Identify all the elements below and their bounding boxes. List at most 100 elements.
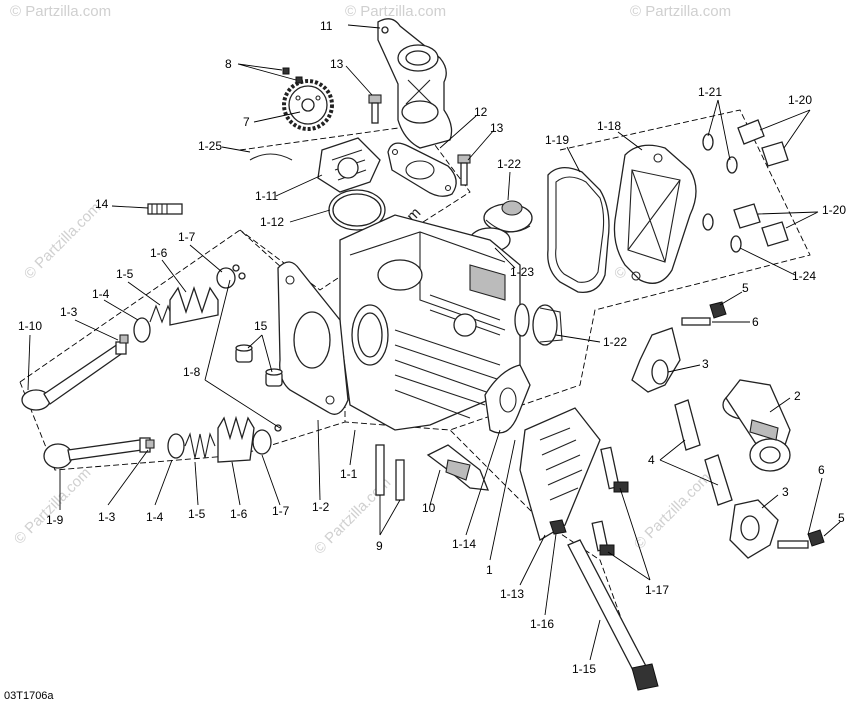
- callout-label: 1-7: [178, 230, 196, 244]
- callout-label: 6: [818, 463, 825, 477]
- side-cover-bolt: [591, 520, 615, 556]
- callout-label: 1-4: [146, 510, 164, 524]
- callout-label: 1-3: [98, 510, 116, 524]
- callout-label: 1-3: [60, 305, 78, 319]
- dowel-pin: [265, 368, 283, 387]
- callout-label: 1-8: [183, 365, 201, 379]
- callout-label: 13: [330, 57, 344, 71]
- valve-cover-gasket-inner: [555, 176, 605, 283]
- callout-label: 1-20: [788, 93, 812, 107]
- spring-retainer: [133, 317, 185, 459]
- valve-cover: [613, 144, 697, 284]
- outer-spring: [169, 285, 255, 463]
- callout-label: 6: [752, 315, 759, 329]
- camshaft: [722, 379, 791, 472]
- callout-label: 1-19: [545, 133, 569, 147]
- callout-label: 1-23: [510, 265, 534, 279]
- intake-valve: [43, 437, 151, 469]
- callout-label: 5: [838, 511, 845, 525]
- manifold-bolt: [368, 94, 382, 124]
- callout-label: 1-5: [116, 267, 134, 281]
- inner-spring: [149, 304, 216, 459]
- watermark: © Partzilla.com: [345, 3, 446, 20]
- callout-label: 1-13: [500, 587, 524, 601]
- o-ring-inner: [332, 193, 382, 227]
- leader-lines: [27, 24, 841, 661]
- callout-label: 15: [254, 319, 268, 333]
- callout-label: 3: [702, 357, 709, 371]
- intake-manifold: [377, 18, 453, 149]
- intake-gasket: [387, 142, 457, 197]
- side-cover: [519, 407, 601, 541]
- rocker-arm: [631, 327, 681, 393]
- callout-label: 1-2: [312, 500, 330, 514]
- callout-label: 1-21: [698, 85, 722, 99]
- callout-label: 4: [648, 453, 655, 467]
- diagram-code: 03T1706a: [4, 690, 54, 702]
- callout-label: 1-18: [597, 119, 621, 133]
- exhaust-flange-hole: [499, 387, 517, 413]
- camshaft-cover-plate: [317, 137, 381, 193]
- watermark: © Partzilla.com: [11, 464, 94, 547]
- callout-label: 1-9: [46, 513, 64, 527]
- head-stud: [375, 444, 405, 501]
- exhaust-valve: [21, 341, 127, 411]
- callout-label: 1-5: [188, 507, 206, 521]
- valve-cover-gasket: [547, 167, 610, 294]
- side-cover-nut: [549, 519, 567, 535]
- callout-label: 13: [490, 121, 504, 135]
- callout-label: 1-6: [230, 507, 248, 521]
- callout-label: 1-16: [530, 617, 554, 631]
- rocker-shaft-bolt: [681, 301, 727, 326]
- cap-nut: [733, 119, 789, 247]
- dowel-pin: [235, 344, 253, 363]
- rocker-arm: [729, 499, 779, 559]
- callout-label: 1-15: [572, 662, 596, 676]
- exhaust-flange-plate: [484, 364, 531, 434]
- callout-label: 1-10: [18, 319, 42, 333]
- watermark: © Partzilla.com: [21, 199, 104, 282]
- callout-label: 1-22: [497, 157, 521, 171]
- callout-label: 9: [376, 539, 383, 553]
- spring-seat: [216, 267, 272, 455]
- callout-label: 3: [782, 485, 789, 499]
- callout-label: 1-25: [198, 139, 222, 153]
- watermark: © Partzilla.com: [10, 3, 111, 20]
- callout-label: 10: [422, 501, 436, 515]
- side-cover-bolt: [600, 446, 629, 493]
- valve-cotter: [119, 334, 155, 449]
- callout-label: 7: [243, 115, 250, 129]
- callout-label: 1-11: [255, 189, 278, 203]
- tappet-cap: [483, 200, 533, 233]
- callout-label: 2: [794, 389, 801, 403]
- cam-sprocket: [282, 79, 334, 131]
- chain-guide: [249, 153, 293, 161]
- callout-label: 1-17: [645, 583, 669, 597]
- callout-label: 5: [742, 281, 749, 295]
- sprocket-bolt: [282, 67, 303, 84]
- callout-labels: 11 8 7 13 12 13 1-25 1-11 1-12 14 1-22 1…: [18, 19, 846, 676]
- callout-label: 1-7: [272, 504, 290, 518]
- rocker-shaft: [674, 399, 733, 506]
- callout-label: 14: [95, 197, 109, 211]
- watermark: © Partzilla.com: [631, 469, 714, 552]
- callout-label: 1-6: [150, 246, 168, 260]
- cylinder-head: [339, 214, 521, 431]
- valve-stem-seal: [232, 264, 282, 432]
- stud-bolt: [147, 203, 183, 215]
- callout-label: 1-14: [452, 537, 476, 551]
- exhaust-tappet-cap: [514, 303, 563, 346]
- callout-label: 1-4: [92, 287, 110, 301]
- spark-plug: [426, 444, 490, 491]
- callout-label: 1-20: [822, 203, 846, 217]
- callout-label: 1-22: [603, 335, 627, 349]
- callout-label: 8: [225, 57, 232, 71]
- callout-label: 12: [474, 105, 488, 119]
- callout-label: 1: [486, 563, 493, 577]
- long-stud: [567, 539, 659, 691]
- callout-label: 1-12: [260, 215, 284, 229]
- watermark: © Partzilla.com: [630, 3, 731, 20]
- callout-label: 1-1: [340, 467, 358, 481]
- manifold-bolt: [457, 154, 471, 186]
